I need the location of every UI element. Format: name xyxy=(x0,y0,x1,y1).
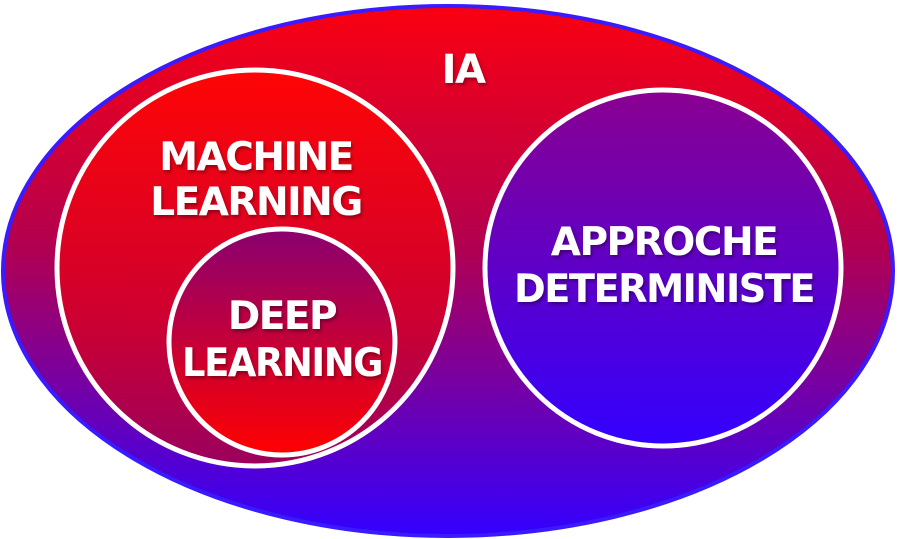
deep-learning-label-line1: DEEP xyxy=(228,294,336,339)
deterministic-circle xyxy=(482,87,844,449)
machine-learning-label-line2: LEARNING xyxy=(150,180,362,225)
deterministic-label-line1: APPROCHE xyxy=(551,220,777,265)
ia-label: IA xyxy=(442,47,486,93)
deep-learning-circle xyxy=(166,226,398,458)
machine-learning-label-line1: MACHINE xyxy=(159,135,353,180)
deep-learning-label-line2: LEARNING xyxy=(182,341,382,386)
deterministic-label-line2: DETERMINISTE xyxy=(514,267,814,312)
